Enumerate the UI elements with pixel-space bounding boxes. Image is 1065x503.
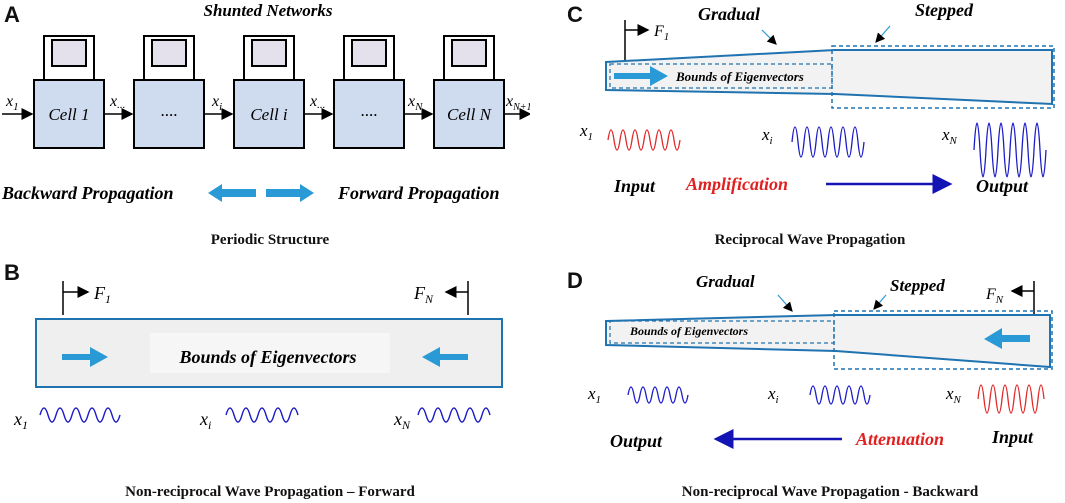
panel-d-stepped-pointer [873,294,887,310]
cell-1-label: Cell 1 [48,105,89,124]
panel-d-bounds-label: Bounds of Eigenvectors [629,324,748,338]
panel-d-wave-xi [809,385,871,405]
panel-c-stepped-label: Stepped [915,0,974,20]
forward-arrow-icon [266,184,314,202]
panel-c-stepped-pointer [875,25,891,43]
cell-i-label: Cell i [250,105,288,124]
panel-c-wave-xi [791,126,865,158]
panel-b-wave-xn [417,407,491,423]
panel-a-diagram: Shunted Networks Cell 1 .... Cell i .... [1,1,530,203]
force-fn-label: FN [413,283,434,306]
panel-c-signal-xi-label: xi [761,125,773,147]
panel-b-signal-xi-label: xi [199,409,211,432]
shunt-circuit-2 [151,39,187,67]
forward-wave-arrow-icon [62,347,108,367]
panel-d-signal-xi-label: xi [767,384,779,406]
panel-d-gradual-label: Gradual [696,272,755,291]
panel-d-gradual-pointer [777,294,793,312]
link-variable-2: xi [211,93,222,113]
panel-c-label: C [567,2,583,27]
cell-4: .... [333,35,405,149]
panel-b-signal-x1-label: x1 [13,409,28,432]
panel-a-title: Shunted Networks [204,1,333,20]
panel-d-stepped-label: Stepped [890,276,945,295]
panel-b-label: B [4,260,20,285]
panel-c-diagram: Gradual Stepped F1 Bounds of Eigenvector… [579,0,1055,196]
panel-b-wave-x1 [39,407,121,423]
cell-4-label: .... [361,101,378,120]
panel-d-stepped-region [833,310,1053,370]
panel-c-wave-xn [973,122,1047,178]
panel-d-signal-xn-label: xN [945,384,962,406]
panel-c-gradual-pointer [761,29,777,45]
forward-propagation-label: Forward Propagation [337,183,500,203]
shunt-circuit-4 [351,39,387,67]
output-variable: xN+1 [505,93,530,113]
panel-d-output-label: Output [610,431,663,451]
panel-b-diagram: F1 FN Bounds of Eigenvectors x1 xi xN [13,281,503,432]
panel-d-signal-x1-label: x1 [587,384,601,406]
backward-arrow-icon [208,184,256,202]
cell-1: Cell 1 [33,35,105,149]
panel-c-force-label: F1 [653,23,669,43]
force-f1-label: F1 [93,283,111,306]
backward-propagation-label: Backward Propagation [1,183,174,203]
link-variable-4: xN [407,93,423,113]
panel-a-caption: Periodic Structure [210,232,330,248]
panel-d-wave-x1 [627,386,689,404]
panel-d-attenuation-label: Attenuation [855,429,944,449]
panel-d-bounds-box [609,320,835,344]
panel-c-amplification-label: Amplification [685,174,788,194]
panel-a-label: A [4,2,20,27]
cell-n: Cell N [433,35,505,149]
cell-i: Cell i [233,35,305,149]
panel-c-wave-arrow-icon [614,66,668,86]
panel-c-caption: Reciprocal Wave Propagation [714,232,906,248]
panel-c-gradual-label: Gradual [698,4,760,24]
panel-b-wave-xi [225,407,299,423]
panel-d-tapered-beam [605,314,1051,369]
backward-wave-arrow-icon [422,347,468,367]
panel-c-tapered-beam [605,49,1053,106]
panel-d-wave-arrow-icon [984,328,1030,349]
panel-c-input-label: Input [613,176,656,196]
cell-2: .... [133,35,205,149]
panel-d-caption: Non-reciprocal Wave Propagation - Backwa… [681,484,979,500]
panel-c-wave-x1 [607,129,681,151]
panel-c-stepped-region [831,45,1055,109]
panel-c-bounds-label: Bounds of Eigenvectors [675,69,804,84]
panel-c-signal-x1-label: x1 [579,121,593,143]
shunt-circuit-i [251,39,287,67]
input-variable: x1 [5,93,19,113]
panel-d-label: D [567,268,583,293]
panel-b-caption: Non-reciprocal Wave Propagation – Forwar… [125,484,415,500]
panel-b-bounds-label: Bounds of Eigenvectors [178,347,356,367]
panel-c-output-label: Output [976,176,1029,196]
shunt-circuit-1 [51,39,87,67]
panel-b-signal-xn-label: xN [393,409,411,432]
cell-n-label: Cell N [447,105,493,124]
panel-d-force-label: FN [985,286,1004,306]
panel-d-input-label: Input [991,427,1034,447]
panel-d-diagram: Gradual Stepped FN Bounds of Eigenvector… [587,272,1053,451]
shunt-circuit-n [451,39,487,67]
panel-c-bounds-box [609,63,833,89]
link-variable-1: x... [109,93,125,111]
panel-d-wave-xn [977,384,1045,414]
panel-c-signal-xn-label: xN [941,125,958,147]
link-variable-3: x... [309,93,325,111]
cell-2-label: .... [161,101,178,120]
